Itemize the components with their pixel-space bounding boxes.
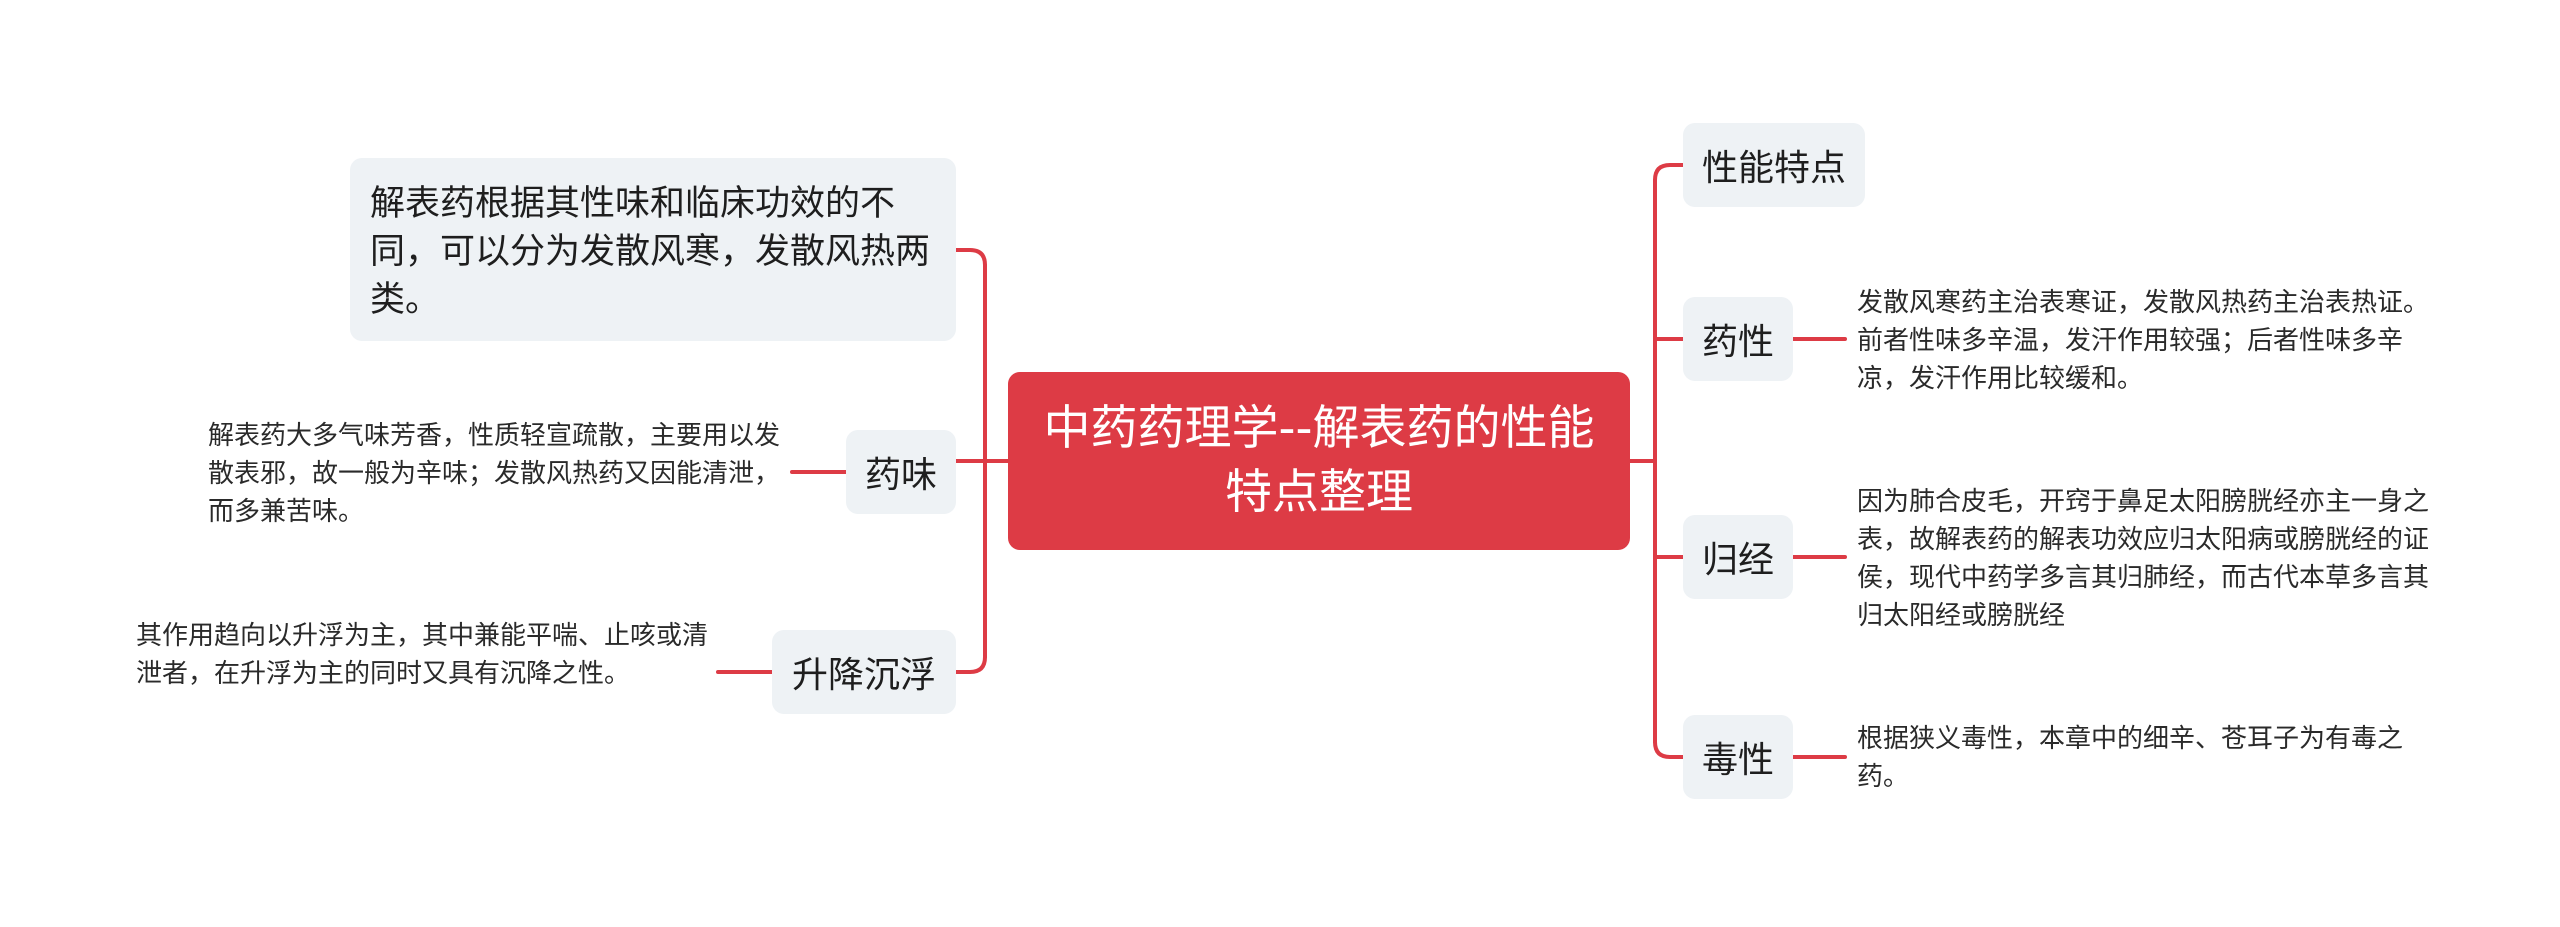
- taste-detail: 解表药大多气味芳香，性质轻宣疏散，主要用以发散表邪，故一般为辛味；发散风热药又因…: [208, 421, 781, 527]
- meridian-detail-text: 因为肺合皮毛，开窍于鼻足太阳膀胱经亦主一身之表，故解表药的解表功效应归太阳病或膀…: [1857, 483, 2437, 635]
- meridian-node[interactable]: 归经: [1683, 515, 1793, 599]
- nature-detail-text: 发散风寒药主治表寒证，发散风热药主治表热证。前者性味多辛温，发汗作用较强；后者性…: [1857, 284, 2437, 398]
- nature-detail: 发散风寒药主治表寒证，发散风热药主治表热证。前者性味多辛温，发汗作用较强；后者性…: [1857, 288, 2430, 394]
- properties-node[interactable]: 性能特点: [1683, 123, 1865, 207]
- toxicity-detail: 根据狭义毒性，本章中的细辛、苍耳子为有毒之药。: [1857, 724, 2404, 792]
- taste-node[interactable]: 药味: [846, 430, 956, 514]
- classification-node[interactable]: 解表药根据其性味和临床功效的不同，可以分为发散风寒，发散风热两类。: [350, 158, 956, 341]
- nature-label: 药性: [1701, 322, 1774, 363]
- direction-label: 升降沉浮: [791, 655, 936, 696]
- toxicity-detail-text: 根据狭义毒性，本章中的细辛、苍耳子为有毒之药。: [1857, 720, 2437, 796]
- central-topic[interactable]: 中药药理学--解表药的性能特点整理: [1008, 372, 1630, 550]
- direction-node[interactable]: 升降沉浮: [772, 630, 956, 714]
- taste-label: 药味: [864, 455, 937, 496]
- direction-detail: 其作用趋向以升浮为主，其中兼能平喘、止咳或清泄者，在升浮为主的同时又具有沉降之性…: [136, 621, 709, 689]
- meridian-detail: 因为肺合皮毛，开窍于鼻足太阳膀胱经亦主一身之表，故解表药的解表功效应归太阳病或膀…: [1857, 487, 2430, 631]
- central-topic-title: 中药药理学--解表药的性能特点整理: [1043, 401, 1595, 520]
- properties-label: 性能特点: [1701, 148, 1846, 189]
- taste-detail-text: 解表药大多气味芳香，性质轻宣疏散，主要用以发散表邪，故一般为辛味；发散风热药又因…: [208, 417, 792, 531]
- nature-node[interactable]: 药性: [1683, 297, 1793, 381]
- toxicity-node[interactable]: 毒性: [1683, 715, 1793, 799]
- direction-detail-text: 其作用趋向以升浮为主，其中兼能平喘、止咳或清泄者，在升浮为主的同时又具有沉降之性…: [136, 617, 718, 693]
- classification-text: 解表药根据其性味和临床功效的不同，可以分为发散风寒，发散风热两类。: [370, 184, 931, 320]
- meridian-label: 归经: [1701, 540, 1774, 581]
- toxicity-label: 毒性: [1701, 740, 1774, 781]
